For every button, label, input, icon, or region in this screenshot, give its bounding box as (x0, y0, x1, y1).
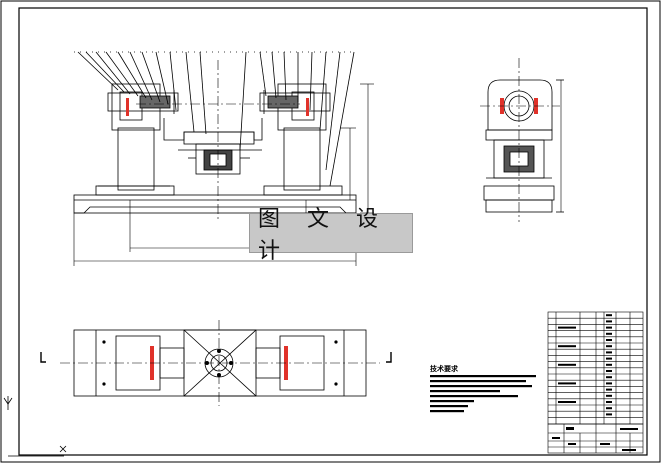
parts-list-mark (606, 363, 612, 366)
parts-list-table (547, 311, 644, 425)
parts-list-mark (606, 382, 612, 385)
parts-list-mark (606, 394, 612, 397)
parts-list-mark (606, 401, 612, 403)
tech-requirements-title: 技术要求 (430, 364, 459, 373)
parts-list-mark (606, 370, 612, 372)
top-view (40, 320, 392, 406)
parts-list-mark (606, 357, 612, 360)
parts-list-mark (606, 332, 612, 335)
parts-list-mark (558, 363, 576, 366)
parts-list-mark (606, 320, 612, 323)
watermark-banner: 图 文 设 计 (249, 207, 413, 264)
parts-list-mark (606, 345, 612, 348)
parts-list-mark (606, 413, 612, 416)
front-view (73, 51, 357, 220)
parts-list-mark (558, 326, 576, 329)
ucs-icon (3, 396, 67, 457)
drawing-border (18, 7, 648, 456)
parts-list-mark (606, 339, 612, 341)
title-block (547, 423, 644, 454)
parts-list-mark (606, 326, 612, 329)
parts-list-mark (606, 351, 612, 354)
side-view (480, 58, 564, 222)
parts-list-mark (558, 345, 576, 348)
parts-list-mark (606, 407, 612, 410)
parts-list-mark (558, 401, 576, 403)
parts-list-mark (606, 314, 612, 317)
technical-requirements: 技术要求 (430, 364, 536, 413)
parts-list-mark (558, 382, 576, 385)
parts-list-mark (606, 388, 612, 391)
watermark-text: 图 文 设 计 (258, 207, 388, 264)
parts-list-mark (606, 376, 612, 379)
